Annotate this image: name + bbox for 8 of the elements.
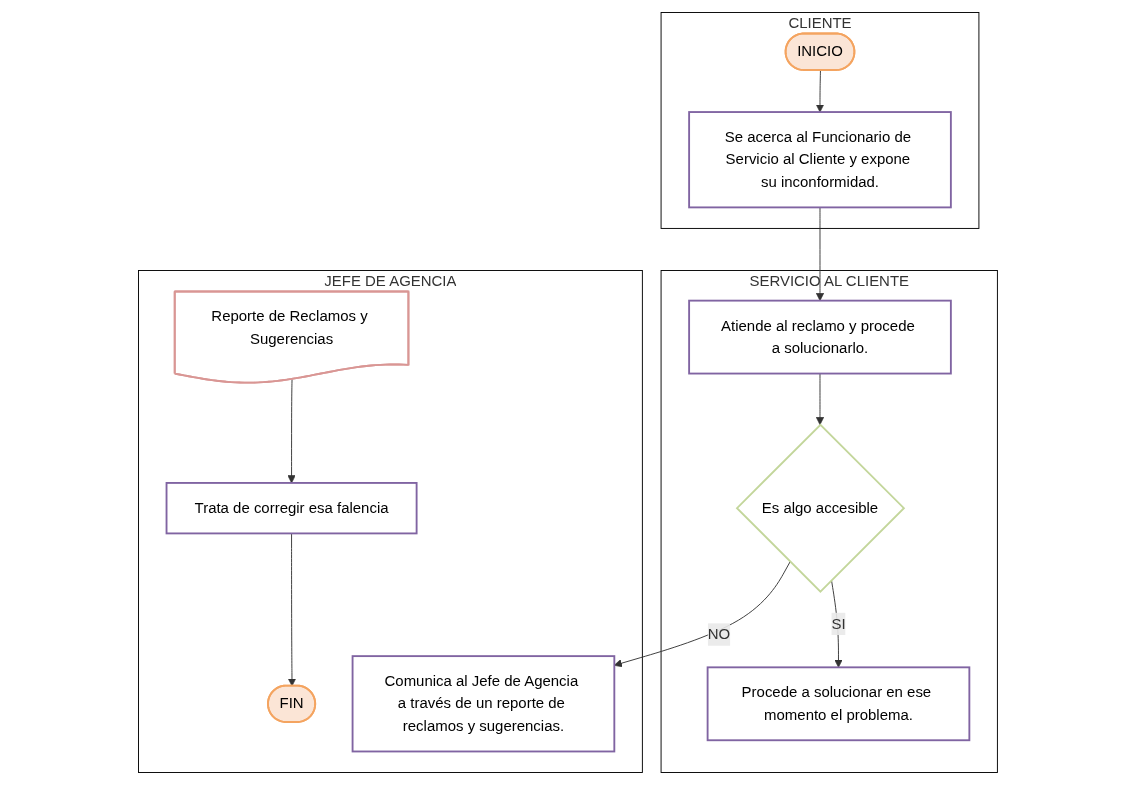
node-box: Se acerca al Funcionario de Servicio al Cliente y expone su inconformidad.: [688, 111, 952, 209]
node-box: Atiende al reclamo y procede a solucionarlo.: [688, 299, 952, 375]
node-diamond: Es algo accesible: [735, 423, 906, 593]
edge-label: NO: [707, 626, 731, 643]
node-box: Procede a solucionar en ese momento el problema.: [706, 666, 971, 742]
node-box: Trata de corregir esa falencia: [165, 482, 418, 535]
edge-label: SI: [831, 615, 846, 632]
node-box: Comunica al Jefe de Agencia a través de un reporte de reclamos y sugerencias.: [351, 655, 616, 753]
